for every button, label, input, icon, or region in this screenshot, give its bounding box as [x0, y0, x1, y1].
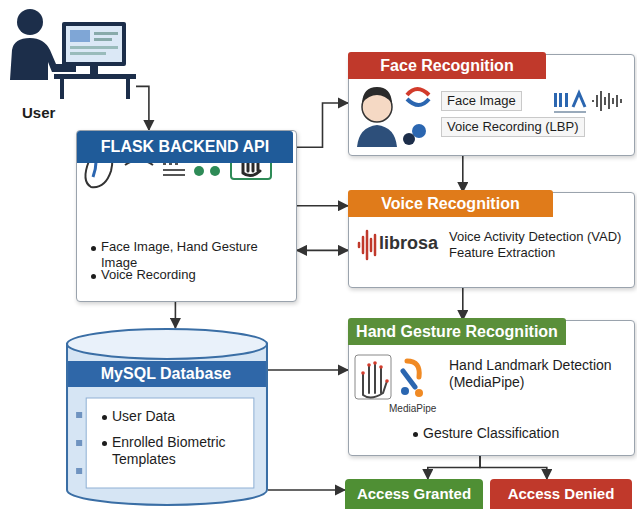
result-text: Access Denied [490, 479, 632, 508]
illustration [4, 2, 136, 106]
arrow-connector [136, 86, 149, 130]
arrow-connector [175, 302, 177, 328]
user-label: User [22, 104, 55, 122]
process-box: Voice RecognitionVoice Activity Detectio… [348, 192, 635, 288]
arrow-connector [268, 489, 345, 491]
stage-header: Voice Recognition [348, 190, 553, 217]
database-cylinder: MySQL DatabaseUser DataEnrolled Biometri… [66, 328, 268, 506]
process-box: Hand Gesture RecognitionHand Landmark De… [348, 320, 635, 456]
arrow-connector [297, 205, 348, 207]
api-header: FLASK BACKEND API [77, 131, 293, 163]
arrow-connector [297, 250, 348, 252]
input-item: Voice Recording [89, 267, 289, 283]
library-logo: librosa [379, 233, 438, 255]
arrow-connector [297, 103, 348, 147]
stage-header: Face Recognition [348, 52, 546, 79]
input-item: Face Image, Hand Gesture Image [89, 239, 289, 270]
stage-text: Voice Activity Detection (VAD) Feature E… [449, 229, 631, 260]
result-pill: Access Denied [490, 479, 632, 509]
library-logo: MediaPipe [389, 403, 436, 415]
stage-item: Gesture Classification [411, 425, 611, 442]
stage-text: Hand Landmark Detection (MediaPipe) [449, 357, 629, 391]
result-pill: Access Granted [345, 479, 483, 509]
stage-header: Hand Gesture Recognition [348, 318, 566, 345]
arrow-connector [480, 456, 547, 479]
db-item: Enrolled Biometric Templates [100, 434, 250, 468]
user-figure: User [4, 2, 136, 128]
result-text: Access Granted [345, 479, 483, 508]
db-header: MySQL Database [68, 361, 264, 387]
api-box: FLASK BACKEND API Face Image, Hand Gestur… [76, 130, 297, 302]
arrow-connector [268, 369, 348, 371]
input-chip: Face Image [441, 91, 522, 111]
process-box: Face RecognitionFace ImageVoice Recordin… [348, 54, 635, 156]
db-item: User Data [100, 408, 250, 425]
input-chip: Voice Recording (LBP) [441, 117, 585, 137]
arrow-connector [462, 288, 464, 320]
arrow-connector [462, 156, 464, 192]
arrow-connector [428, 456, 480, 479]
